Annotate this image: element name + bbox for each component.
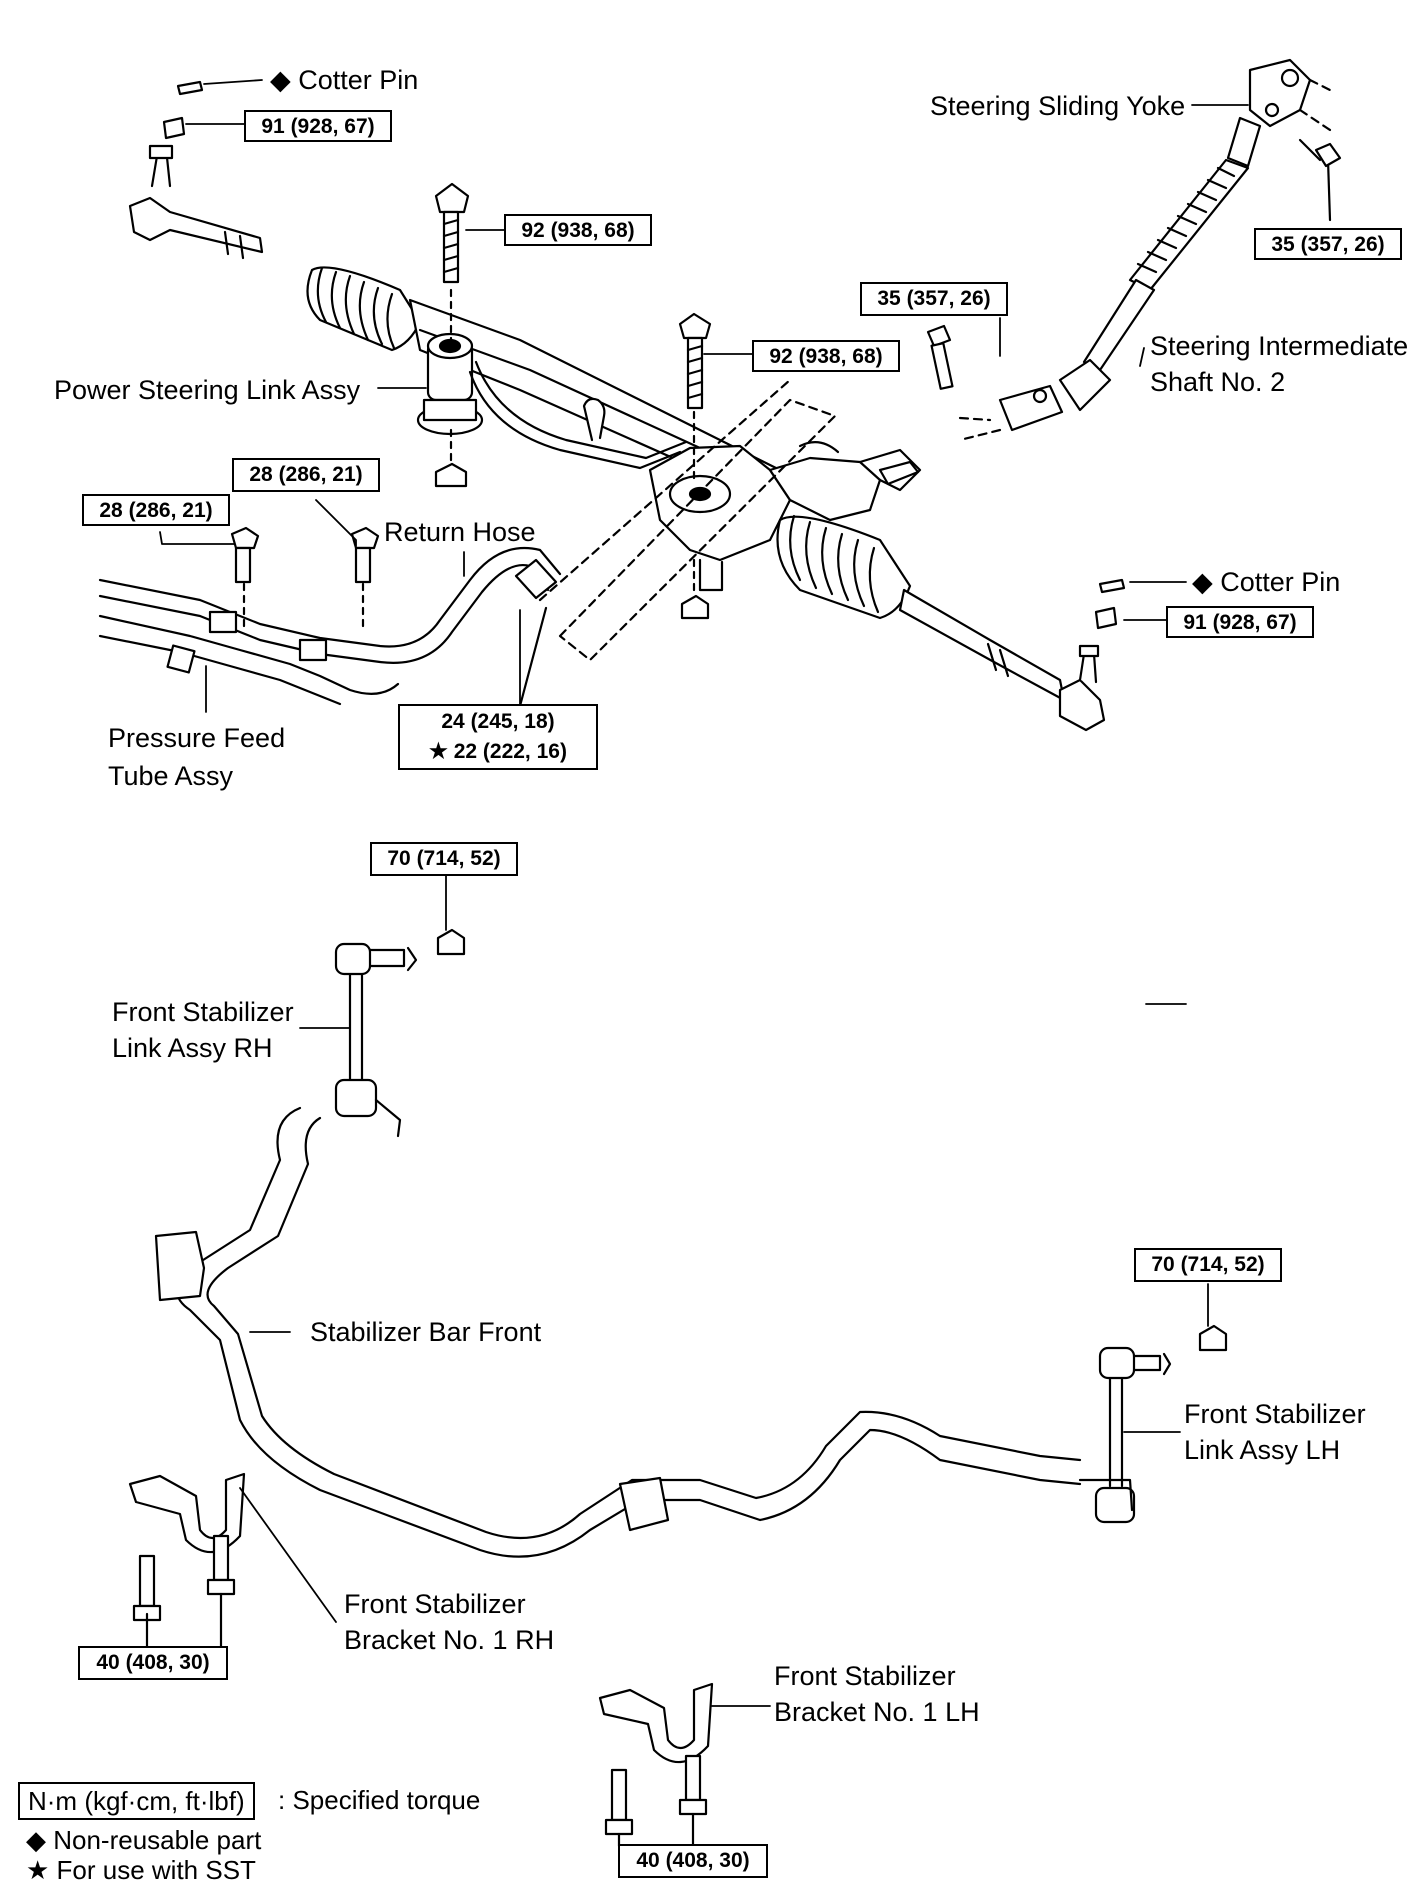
label-bracket-rh-line2: Bracket No. 1 RH <box>344 1625 555 1655</box>
label-bracket-lh-line2: Bracket No. 1 LH <box>774 1697 980 1727</box>
leader-lines <box>159 79 1249 1707</box>
label-steering-intermediate-shaft-line2: Shaft No. 2 <box>1150 367 1286 397</box>
label-front-stabilizer-link-rh-line1: Front Stabilizer <box>112 997 294 1027</box>
label-pressure-feed-line1: Pressure Feed <box>108 723 286 753</box>
legend-unit-description: : Specified torque <box>278 1785 481 1815</box>
steering-gear-assembly <box>128 144 1106 732</box>
torque-box-tie-rod-nut-left: 91 (928, 67) <box>244 110 392 142</box>
torque-box-union-nut: 24 (245, 18) ★ 22 (222, 16) <box>398 704 598 770</box>
label-pressure-feed-line2: Tube Assy <box>108 761 234 791</box>
label-front-stabilizer-link-rh-line2: Link Assy RH <box>112 1033 273 1063</box>
stabilizer-bar-front <box>154 942 1172 1558</box>
label-steering-intermediate-shaft-line1: Steering Intermediate <box>1150 331 1408 361</box>
label-front-stabilizer-link-lh-line2: Link Assy LH <box>1184 1435 1341 1465</box>
label-bracket-lh-line1: Front Stabilizer <box>774 1661 956 1691</box>
torque-box-tie-rod-nut-right: 91 (928, 67) <box>1166 606 1314 638</box>
torque-union-nut-standard: 24 (245, 18) <box>441 710 555 733</box>
torque-box-link-nut-lh: 70 (714, 52) <box>1134 1248 1282 1282</box>
label-bracket-rh-line1: Front Stabilizer <box>344 1589 526 1619</box>
label-cotter-pin-top: ◆ Cotter Pin <box>270 65 419 95</box>
label-power-steering-link-assy: Power Steering Link Assy <box>54 375 361 405</box>
label-return-hose: Return Hose <box>384 517 536 547</box>
right-rack-boot <box>776 514 912 620</box>
label-steering-sliding-yoke: Steering Sliding Yoke <box>930 91 1186 121</box>
label-front-stabilizer-link-lh-line1: Front Stabilizer <box>1184 1399 1366 1429</box>
torque-box-link-nut-rh: 70 (714, 52) <box>370 842 518 876</box>
bolt-icons-upper <box>162 80 1342 630</box>
torque-box-shaft-bolt: 35 (357, 26) <box>860 282 1008 316</box>
torque-box-bracket-bolt-lh: 40 (408, 30) <box>618 1844 768 1878</box>
torque-box-yoke-bolt: 35 (357, 26) <box>1254 228 1402 260</box>
torque-box-tube-bolt-b: 28 (286, 21) <box>232 458 380 492</box>
label-stabilizer-bar-front: Stabilizer Bar Front <box>310 1317 542 1347</box>
torque-union-nut-sst: ★ 22 (222, 16) <box>429 740 567 763</box>
legend-unit-box: N·m (kgf·cm, ft·lbf) <box>18 1782 255 1820</box>
steering-intermediate-shaft <box>958 58 1332 442</box>
legend-non-reusable: ◆ Non-reusable part <box>26 1825 262 1855</box>
power-steering-link-mount <box>416 332 484 436</box>
stabilizer-link-nuts <box>436 928 1228 1352</box>
torque-box-bracket-bolt-rh: 40 (408, 30) <box>78 1646 228 1680</box>
left-rack-boot <box>306 266 422 352</box>
label-cotter-pin-right: ◆ Cotter Pin <box>1192 567 1341 597</box>
torque-box-tube-bolt-a: 28 (286, 21) <box>82 494 230 526</box>
legend-sst: ★ For use with SST <box>26 1855 256 1885</box>
stabilizer-brackets <box>128 1472 714 1848</box>
torque-box-rack-bolt-left: 92 (938, 68) <box>504 214 652 246</box>
hoses-and-tubes <box>98 546 562 708</box>
torque-box-rack-bolt-center: 92 (938, 68) <box>752 340 900 372</box>
